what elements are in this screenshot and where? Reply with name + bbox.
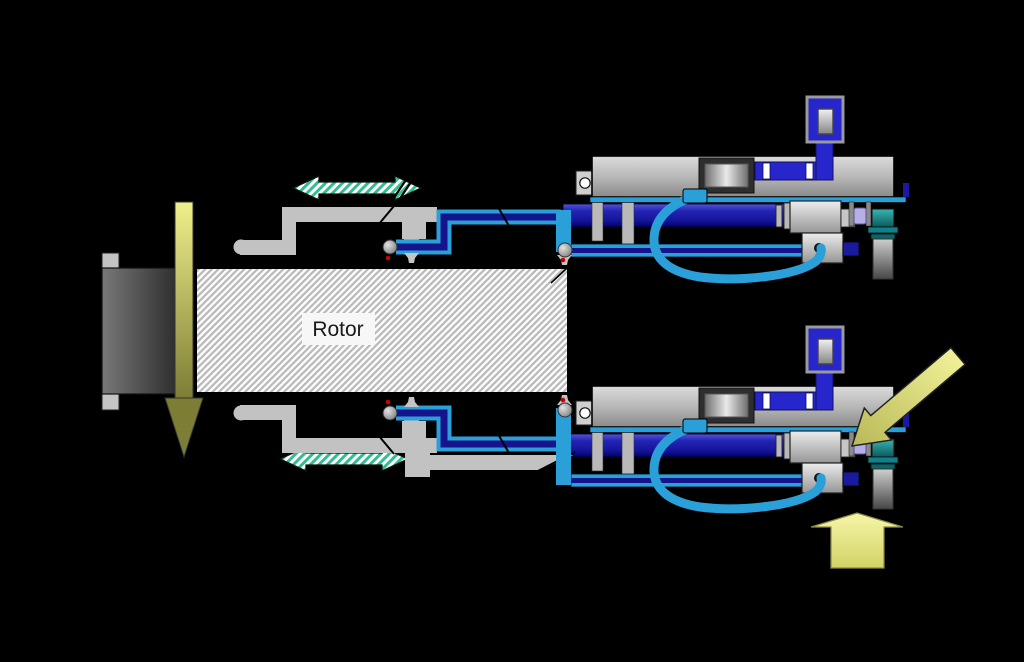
pivot-ball	[557, 402, 573, 418]
red-marker	[385, 255, 391, 261]
arm-break-mark	[378, 435, 395, 455]
pipe-break-mark	[497, 206, 510, 227]
arm-drop-post	[405, 438, 430, 477]
rotor-body	[195, 267, 569, 394]
pipe-break-mark	[497, 433, 510, 454]
arm-stem	[402, 222, 426, 239]
double-arrow-icon	[291, 174, 423, 202]
rotor-arm-bottom	[233, 395, 576, 485]
arm-main-bar	[282, 207, 437, 222]
pivot-tab	[404, 253, 419, 263]
slide-bar	[405, 455, 573, 470]
down-arrow-shaft	[174, 201, 194, 399]
reaction-force-arrow	[810, 512, 904, 569]
arm-break-mark	[378, 205, 395, 225]
axial-play-arrow-top	[291, 174, 423, 202]
arm-main-bar	[282, 438, 437, 453]
red-marker	[560, 257, 566, 263]
pivot-ball	[382, 405, 398, 421]
rotor-corner-mark	[550, 267, 568, 284]
riser-pipe	[556, 210, 571, 252]
bearing-block	[101, 267, 178, 395]
arm-stem	[402, 421, 426, 438]
break-slash	[398, 178, 414, 201]
rotor-label: Rotor	[312, 318, 363, 341]
rotor-label-plate	[302, 313, 375, 345]
rotor-group: Rotor	[195, 267, 569, 394]
applied-force-arrow	[850, 346, 967, 447]
red-marker	[560, 397, 566, 403]
radial-force-arrow	[164, 201, 204, 459]
bearing-tab	[101, 392, 120, 411]
red-marker	[385, 399, 391, 405]
riser-pipe	[556, 408, 571, 485]
rotor-arm-top	[233, 174, 573, 265]
break-slash	[392, 176, 409, 200]
bearing-tab	[101, 252, 120, 270]
bearing-block-group	[101, 252, 178, 411]
pivot-ball	[382, 239, 398, 255]
pivot-tab	[404, 397, 419, 407]
pivot-ball	[557, 242, 573, 258]
down-arrow-head	[164, 397, 204, 459]
